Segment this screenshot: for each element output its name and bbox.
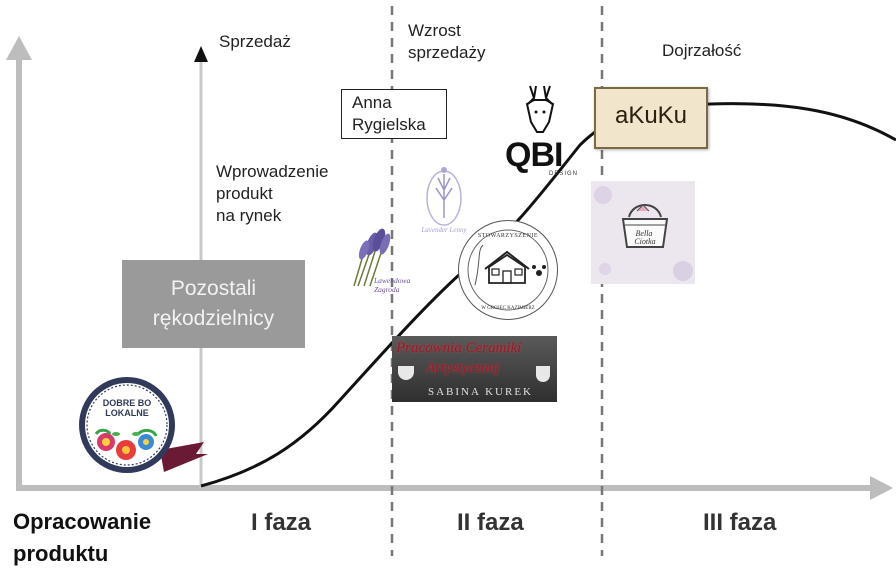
life-cycle-curve [200,102,896,488]
stowarzyszenie-subtext: W GROJEC KAZIMIERZ [481,306,535,311]
stowarzyszenie-text: STOWARZYSZENIE [478,233,538,239]
lavender-sign-text: Lavender Lenny [420,226,467,234]
ceramika-line-2: Artystycznej [426,360,500,376]
anna-rygielska-box: Anna Rygielska [341,89,447,139]
basket-text-line-2: Ciotka [634,237,655,246]
stowarzyszenie-logo: STOWARZYSZENIE W GROJEC KAZIMIERZ [458,220,558,320]
sales-axis-label: Sprzedaż [219,32,291,51]
lawendowa-zagroda-text: Lawendowa Zagroda [374,276,411,294]
other-crafters-label: Pozostali rękodzielnicy [152,277,275,330]
phase-3-label: III faza [703,509,777,536]
basket-text-line-1: Bella [636,229,653,238]
qbi-logo: QBI DESIGN [503,82,577,180]
dobre-bo-lokalne-badge: DOBRE BO LOKALNE [78,376,176,474]
lawendowa-zagroda-logo: Lawendowa Zagroda [350,226,410,300]
lavender-sign-logo: Lavender Lenny [414,156,474,236]
cup-icon [536,366,550,382]
qbi-logo-text: QBI [505,136,563,174]
bella-ciotka-logo: Bella Ciotka [591,181,695,284]
akuku-logo: aKuKu [594,87,708,149]
ceramika-line-1: Pracownia Ceramiki [396,340,522,356]
phase-2-label: II faza [457,509,524,536]
qbi-logo-subtext: DESIGN [549,171,579,177]
stage-growth-label: Wzrost sprzedaży [408,21,486,62]
sales-axis-arrowhead [194,46,208,62]
phase-1-label: I faza [251,509,312,536]
stage-maturity-label: Dojrzałość [662,41,742,60]
main-x-axis-arrowhead [870,476,893,500]
pracownia-ceramiki-logo: Pracownia Ceramiki Artystycznej SABINA K… [392,336,557,402]
other-crafters-box: Pozostali rękodzielnicy [122,260,305,348]
stage-intro-label: Wprowadzenie produkt na rynek [216,162,329,225]
ceramika-author: SABINA KUREK [428,386,533,398]
dobre-bo-lokalne-text: DOBRE BO LOKALNE [102,398,152,418]
development-label: Opracowanie produktu [13,509,152,566]
svg-text:Bella Ciotka: Bella Ciotka [634,229,655,246]
badge-ribbon [160,442,208,472]
cup-icon [398,366,414,380]
main-y-axis-arrowhead [6,36,32,60]
